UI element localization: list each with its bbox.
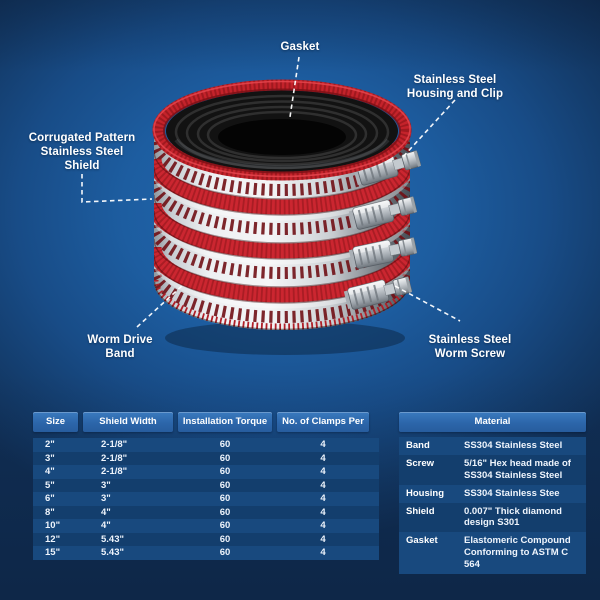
spec-header-cell: Size [33,412,78,432]
shield-label: Corrugated Pattern Stainless Steel Shiel… [28,131,136,173]
material-row-label: Shield [406,505,435,517]
material-table-row: Gasket Elastomeric Compound Conforming to… [399,532,586,574]
spec-table-cell: 2-1/8" [101,439,128,450]
spec-table-row: 4" 2-1/8" 60 4 [33,465,379,479]
spec-table-cell: 3" [101,479,111,491]
material-table-row: Band SS304 Stainless Steel [399,437,586,455]
shield-leader-line [81,174,153,203]
spec-table-cell: 15" [45,547,61,558]
spec-table-cell: 4" [101,506,111,518]
spec-table-cell: 4 [320,520,326,531]
spec-table-row: 5" 3" 60 4 [33,478,379,492]
material-table-header: Material [399,412,586,432]
worm-screw-label: Stainless Steel Worm Screw [428,333,512,360]
spec-table-row: 2" 2-1/8" 60 4 [33,438,379,452]
spec-table-row: 15" 5.43" 60 4 [33,546,379,560]
spec-table-cell: 60 [219,520,231,531]
spec-table-cell: 2-1/8" [101,452,128,464]
material-row-label: Gasket [406,535,438,547]
spec-table-row: 8" 4" 60 4 [33,505,379,519]
spec-header-cell: Installation Torque [178,412,272,432]
spec-table-cell: 60 [219,547,231,558]
spec-table-cell: 4 [320,506,326,518]
spec-table-cell: 4" [101,520,111,531]
spec-table-cell: 60 [219,506,231,518]
spec-table-cell: 6" [45,493,55,504]
material-row-label: Screw [406,457,434,469]
worm-band-label: Worm Drive Band [87,333,153,360]
material-row-value: SS304 Stainless Stee [464,487,560,499]
spec-table-cell: 60 [219,493,231,504]
spec-table-cell: 3" [45,452,55,464]
material-row-value: 0.007" Thick diamond design S301 [464,505,562,529]
spec-table-cell: 4 [320,466,326,477]
spec-table-cell: 5.43" [101,533,124,545]
spec-table-cell: 3" [101,493,111,504]
gasket-interior [166,90,398,172]
spec-table-cell: 4 [320,452,326,464]
gasket-label: Gasket [280,40,320,53]
housing-leader-line [401,99,456,159]
spec-table-cell: 10" [45,520,61,531]
worm-screw-3 [348,237,417,269]
spec-table-cell: 4" [45,466,55,477]
worm-screw-4 [343,276,412,310]
spec-table-cell: 4 [320,547,326,558]
spec-table-cell: 4 [320,439,326,450]
spec-table-cell: 4 [320,533,326,545]
spec-table-cell: 5" [45,479,55,491]
spec-table-cell: 2" [45,439,55,450]
top-rim [152,79,412,181]
worm-screw-2 [348,196,417,230]
callout-lines [81,56,461,328]
spec-table-cell: 60 [219,466,231,477]
housing-label: Stainless Steel Housing and Clip [406,73,504,100]
worm-band-leader-line [136,283,185,328]
spec-table-cell: 5.43" [101,547,124,558]
spec-table-cell: 8" [45,506,55,518]
material-row-value: 5/16" Hex head made of SS304 Stainless S… [464,457,571,481]
spec-table-row: 10" 4" 60 4 [33,519,379,533]
material-row-label: Housing [406,487,444,499]
material-table-row: Shield 0.007" Thick diamond design S301 [399,502,586,533]
spec-table-cell: 4 [320,479,326,491]
spec-table-row: 6" 3" 60 4 [33,492,379,506]
spec-header-cell: Shield Width [83,412,173,432]
worm-screw-leader-line [394,285,461,322]
material-table-row: Screw 5/16" Hex head made of SS304 Stainl… [399,454,586,485]
material-table-row: Housing SS304 Stainless Stee [399,484,586,503]
spec-table-cell: 12" [45,533,61,545]
spec-table-cell: 60 [219,439,231,450]
shield-bands [154,141,410,330]
spec-table-cell: 4 [320,493,326,504]
material-row-value: Elastomeric Compound Conforming to ASTM … [464,535,571,570]
gasket-leader-line [289,56,300,118]
spec-header-cell: No. of Clamps Per [277,412,369,432]
ground-shadow [165,321,405,355]
red-corrugated-strips [154,150,410,330]
spec-table-row: 12" 5.43" 60 4 [33,532,379,546]
spec-table-row: 3" 2-1/8" 60 4 [33,451,379,465]
spec-table-cell: 60 [219,533,231,545]
material-row-label: Band [406,440,430,451]
spec-table-cell: 2-1/8" [101,466,128,477]
material-row-value: SS304 Stainless Steel [464,440,563,451]
spec-table-cell: 60 [219,479,231,491]
spec-table-cell: 60 [219,452,231,464]
